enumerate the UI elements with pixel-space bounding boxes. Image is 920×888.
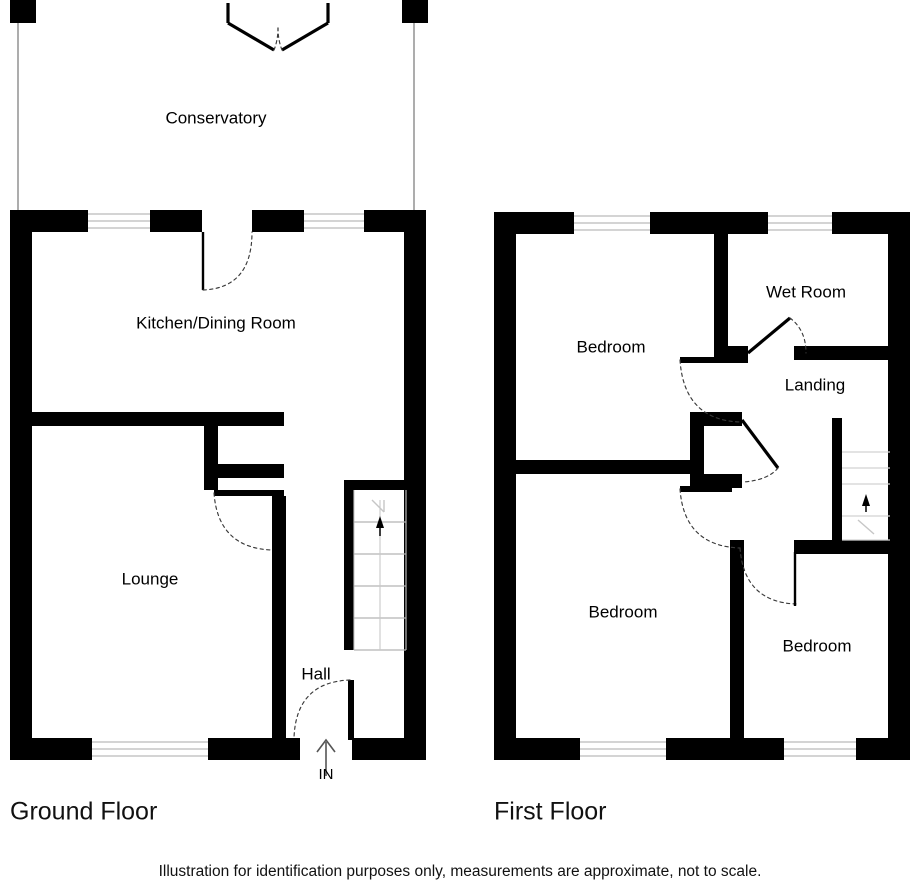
- wall-lounge-door-jamb: [214, 490, 284, 496]
- window-ground-top-left: [88, 213, 150, 229]
- wall-ground-bottom-a: [10, 738, 92, 760]
- door-swing-bedroom3: [739, 547, 797, 605]
- wall-landing-box-top: [690, 412, 742, 426]
- window-ground-top-right: [304, 213, 364, 229]
- wall-stair-enclosure-left: [344, 480, 354, 650]
- room-label-bedroom-1: Bedroom: [577, 337, 646, 356]
- wall-hall-door-jamb: [348, 680, 354, 740]
- room-label-lounge: Lounge: [122, 569, 179, 588]
- wall-ground-top-d: [364, 210, 426, 232]
- wall-ground-left: [10, 210, 32, 760]
- room-label-hall: Hall: [301, 664, 330, 683]
- staircase-first: [842, 451, 890, 541]
- window-first-bottom-right: [784, 741, 856, 757]
- wall-first-bottom-c: [856, 738, 910, 760]
- stair-arrow-head: [376, 516, 384, 528]
- room-label-bedroom-2: Bedroom: [589, 602, 658, 621]
- door-swing-lounge: [213, 492, 273, 551]
- wall-wetroom-bottom: [794, 346, 910, 360]
- wall-ground-bottom-b: [208, 738, 300, 760]
- wall-lounge-upper-stub: [204, 412, 218, 490]
- conservatory-structure: Conservatory: [10, 0, 428, 212]
- conservatory-door-leaf-right: [281, 21, 329, 52]
- room-label-bedroom-3: Bedroom: [783, 636, 852, 655]
- window-first-top-left: [574, 215, 650, 231]
- wall-first-right: [888, 212, 910, 760]
- staircase-ground: [353, 490, 407, 651]
- wall-first-top-a: [494, 212, 574, 234]
- wall-kitchen-lounge-divider: [32, 412, 284, 426]
- wall-ground-right: [404, 210, 426, 760]
- wall-ground-top-b: [150, 210, 202, 232]
- ground-floor-internal-walls: [32, 412, 406, 740]
- stair-first-arrow-tick: [857, 519, 875, 535]
- wall-lounge-hall-divider: [272, 496, 286, 740]
- wall-lounge-return: [204, 464, 284, 478]
- conservatory-door-swing-right: [277, 27, 283, 51]
- wall-bedroom2-top: [516, 460, 696, 474]
- wall-first-bottom-a: [494, 738, 580, 760]
- wall-first-top-c: [832, 212, 910, 234]
- ground-floor-outer-walls: [10, 210, 426, 760]
- wall-ground-top-a: [10, 210, 88, 232]
- first-floor-internal-walls: [516, 228, 910, 740]
- wall-bedroom2-bedroom3-divider: [730, 540, 744, 740]
- door-leaf-landing-cupboard: [740, 419, 780, 469]
- room-label-conservatory: Conservatory: [165, 108, 267, 127]
- door-leaf-wetroom: [746, 316, 792, 355]
- wall-wetroom-door-jamb: [714, 346, 748, 360]
- entry-indicator: IN: [316, 738, 336, 783]
- window-first-bottom-left: [580, 741, 666, 757]
- floor-title-first: First Floor: [494, 798, 607, 826]
- room-label-landing: Landing: [785, 375, 846, 394]
- entry-arrow-head: [316, 738, 336, 753]
- door-swing-hall-front: [293, 679, 351, 739]
- entry-label-in: IN: [319, 766, 334, 783]
- floor-title-ground: Ground Floor: [10, 798, 157, 826]
- wall-landing-box-bottom: [690, 474, 742, 488]
- door-swing-bedroom2: [679, 488, 741, 549]
- wall-first-left: [494, 212, 516, 760]
- door-swing-landing-cupboard: [743, 467, 779, 483]
- first-floor-plan: Bedroom Wet Room Landing Bedroom Bedroom: [494, 212, 910, 760]
- wall-stair-enclosure-top: [344, 480, 406, 490]
- wall-first-bottom-b: [666, 738, 784, 760]
- conservatory-post-left: [10, 0, 36, 23]
- door-swing-kitchen-back: [202, 231, 253, 291]
- wall-ground-bottom-c: [352, 738, 426, 760]
- room-label-kitchen-dining: Kitchen/Dining Room: [136, 313, 296, 332]
- wall-bedroom1-wetroom-divider: [714, 228, 728, 360]
- ground-floor-plan: Conservatory: [10, 0, 428, 783]
- wall-landing-box-jamb: [680, 486, 732, 492]
- ground-floor-door-swings: [201, 231, 351, 739]
- wall-ground-top-c: [252, 210, 304, 232]
- conservatory-post-right: [402, 0, 428, 23]
- conservatory-door-leaf-left: [227, 21, 275, 52]
- stair-arrow-tick-a: [371, 499, 385, 513]
- first-floor-door-swings: [679, 316, 807, 606]
- stair-first-arrow-head: [862, 494, 870, 506]
- door-swing-bedroom1: [679, 359, 741, 423]
- footer-disclaimer: Illustration for identification purposes…: [159, 863, 762, 880]
- wall-first-top-b: [650, 212, 768, 234]
- door-swing-wetroom: [789, 317, 807, 354]
- window-ground-bottom: [92, 741, 208, 757]
- window-first-top-right: [768, 215, 832, 231]
- room-label-wet-room: Wet Room: [766, 282, 846, 301]
- wall-stairwell-first: [832, 418, 842, 546]
- wall-bedroom3-top: [794, 540, 910, 554]
- wall-bedroom1-door-jamb: [680, 357, 748, 363]
